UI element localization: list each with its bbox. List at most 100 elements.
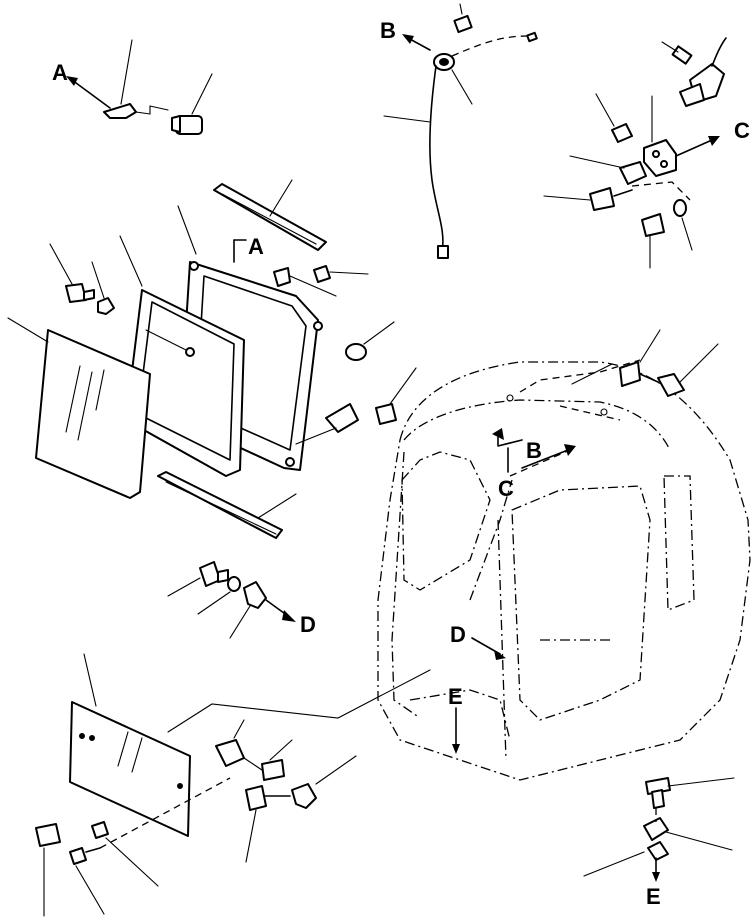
leader-line <box>667 777 735 787</box>
glass-reflection <box>117 731 129 767</box>
leader-line <box>49 243 73 285</box>
leader-line <box>389 367 417 405</box>
bolt-shank <box>613 189 633 197</box>
callout-d-cab: D <box>450 622 466 647</box>
install-path <box>559 405 621 421</box>
lamp-socket <box>679 83 705 107</box>
lamp-plug <box>671 45 693 65</box>
detail-d-bracket-group <box>167 561 296 639</box>
callout-a-frame: A <box>248 234 264 259</box>
wire-connector <box>437 245 449 259</box>
grommet-hole <box>439 58 449 66</box>
frame-rivet <box>285 457 295 467</box>
mount-hole <box>600 408 608 416</box>
leader-line <box>383 115 431 123</box>
spacer <box>91 821 109 839</box>
cab-front-pillar <box>391 451 421 719</box>
arrow-d-head <box>282 610 296 622</box>
leader-line <box>289 275 337 297</box>
arrow-b-cab-head <box>492 428 504 440</box>
window-glass <box>35 329 151 499</box>
cab-bolt <box>657 373 685 397</box>
bolt-lower <box>641 213 665 237</box>
bolt-shank <box>217 569 229 583</box>
lower-weather-strip <box>157 471 283 539</box>
glass-reflection <box>95 369 105 411</box>
screw-head <box>645 777 671 795</box>
leader-line <box>257 493 297 519</box>
cab-rear-window <box>663 475 695 611</box>
cab-outline <box>377 361 751 781</box>
cab-side-window <box>511 485 651 721</box>
lower-panel-group <box>35 653 431 917</box>
clip-nut <box>643 817 669 841</box>
strip-groove <box>221 193 317 245</box>
screw <box>313 265 331 283</box>
nut <box>97 297 115 315</box>
frame-rivet <box>189 261 199 271</box>
bolt-shank <box>171 115 181 133</box>
leader-line <box>91 261 105 299</box>
leader-line <box>571 363 613 385</box>
bolt-small <box>589 187 615 211</box>
leader-line <box>269 739 293 761</box>
clamp <box>291 783 317 809</box>
leader-line <box>681 217 693 251</box>
panel-hole <box>177 783 183 789</box>
cab-door-pillar <box>497 519 507 761</box>
bolt-shank <box>639 373 659 383</box>
strip-groove <box>165 481 277 535</box>
leader-line <box>243 757 263 771</box>
arrow-e-cab-head <box>452 744 460 754</box>
latch-clip <box>103 103 137 119</box>
leader-line <box>105 837 159 887</box>
cab-body-group <box>377 329 751 781</box>
callout-b-cab: B <box>526 438 542 463</box>
frame-rivet <box>313 321 323 331</box>
bolt <box>245 785 267 811</box>
leader-line <box>191 73 213 115</box>
washer <box>227 576 241 592</box>
connector-plug <box>453 14 473 34</box>
leader-line <box>83 653 97 707</box>
leader-line <box>145 329 187 351</box>
install-path <box>631 181 691 201</box>
leader-line <box>329 271 369 275</box>
glass-reflection <box>77 371 93 441</box>
lock-bracket <box>215 739 245 767</box>
mount-hole <box>506 394 514 402</box>
callout-a-top: A <box>52 60 68 85</box>
arrow-d-cab-head <box>494 650 506 660</box>
arrow-b-head <box>402 34 414 44</box>
arrow-c-shaft <box>675 139 713 157</box>
leader-line <box>543 195 591 201</box>
lamp-cord <box>711 37 727 67</box>
cab-front-window <box>401 451 491 591</box>
bracket-hole <box>660 160 668 168</box>
leader-line <box>363 321 395 345</box>
leader-line <box>197 591 231 615</box>
leader-line <box>7 317 49 343</box>
cab-mount-plate <box>619 361 641 387</box>
leader-line <box>233 719 245 739</box>
glass-reflection <box>131 737 143 773</box>
leader-line <box>75 865 105 915</box>
leader-line <box>315 755 357 785</box>
arrow-a-head <box>66 76 78 86</box>
seal-clip <box>185 347 195 357</box>
nut <box>611 123 633 143</box>
detail-c-lamp-group <box>543 37 727 269</box>
callout-b-top: B <box>380 18 396 43</box>
arrow-e-head <box>652 872 660 882</box>
bolt-shank <box>85 847 101 853</box>
leader-line <box>167 669 431 733</box>
callout-c-cab: C <box>498 476 514 501</box>
leader-line <box>595 93 615 127</box>
leader-line <box>295 427 337 445</box>
wire-route-dashed <box>451 35 529 57</box>
rubber-cap <box>345 343 367 361</box>
callout-d-bracket: D <box>300 612 316 637</box>
leader-line <box>135 111 151 115</box>
leader-line <box>119 235 143 287</box>
leader-line <box>120 39 133 105</box>
